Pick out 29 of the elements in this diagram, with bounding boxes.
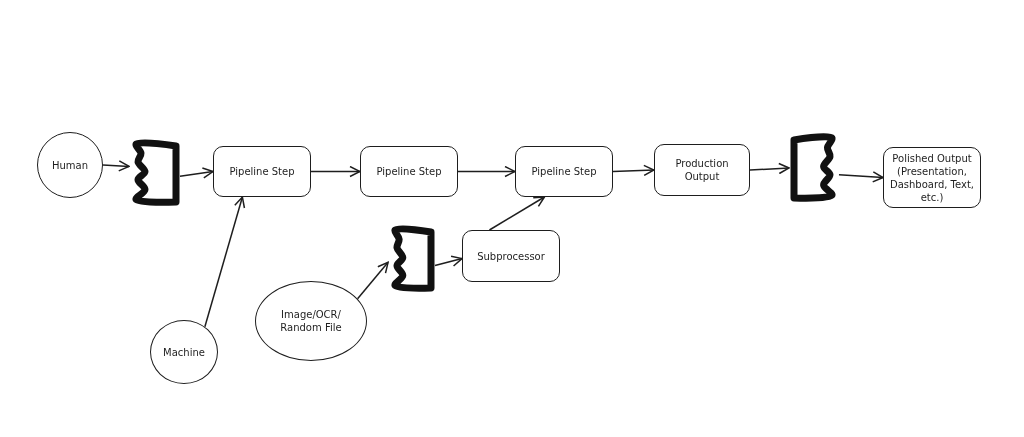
arrow	[434, 255, 463, 267]
arrow	[838, 171, 884, 183]
process-box	[883, 147, 981, 208]
node-label: Machine	[162, 345, 206, 359]
thick-bracket-shape	[130, 140, 180, 206]
arrow	[612, 164, 655, 177]
node-label: Polished Output (Presentation, Dashboard, Text, etc.)	[889, 151, 975, 204]
node-label: Subprocessor	[476, 249, 546, 263]
arrow	[457, 165, 516, 178]
node-label: Production Output	[674, 157, 730, 183]
node-label: Pipeline Step	[375, 165, 443, 178]
arrow	[179, 167, 214, 179]
arrow	[310, 165, 361, 178]
arrow	[356, 261, 389, 300]
node-label: Pipeline Step	[228, 165, 296, 178]
thick-bracket-shape	[790, 134, 838, 202]
process-box	[515, 146, 613, 197]
node-label: Pipeline Step	[530, 165, 598, 178]
process-box	[654, 144, 750, 196]
process-box	[360, 146, 458, 197]
arrow	[749, 162, 790, 175]
process-box	[462, 230, 560, 282]
node-label: Human	[50, 158, 90, 172]
arrow	[488, 196, 546, 231]
arrow	[204, 196, 246, 328]
arrow	[102, 160, 130, 172]
process-box	[213, 146, 311, 197]
thick-bracket-shape	[389, 226, 435, 292]
node-label: Image/OCR/ Random File	[279, 308, 343, 334]
